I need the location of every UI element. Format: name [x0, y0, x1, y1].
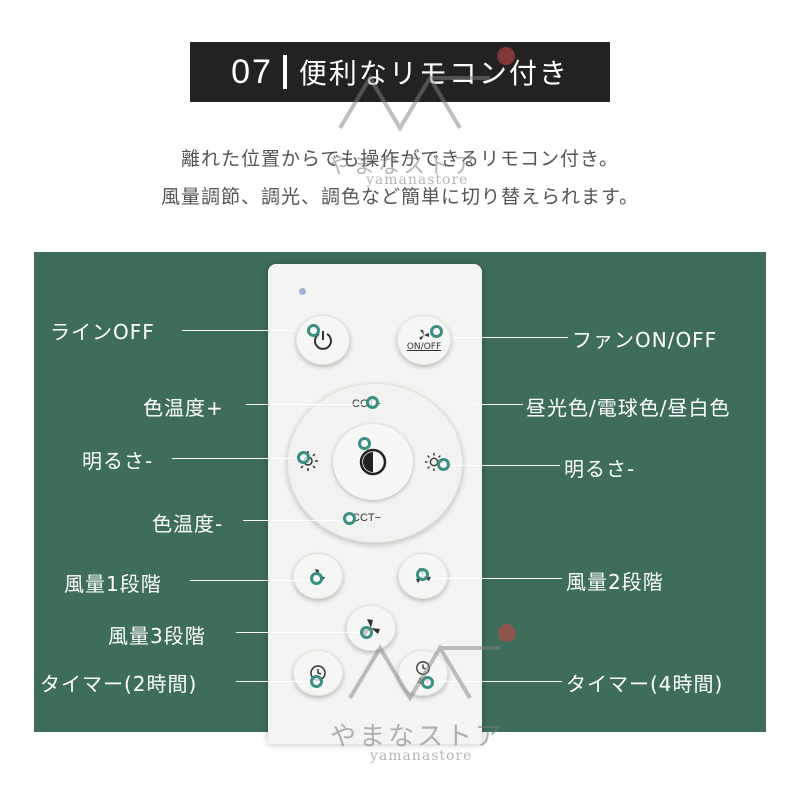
label-fan-speed-1: 風量1段階 [64, 572, 162, 596]
label-light-off: ラインOFF [50, 320, 155, 344]
leader-color-temp-up [246, 404, 366, 405]
color-mode-icon [359, 448, 387, 476]
leader-fan-speed-2 [430, 578, 562, 579]
section-number: 07 [231, 52, 273, 91]
timer-2h-button[interactable] [293, 650, 343, 696]
cct-down-text[interactable]: CCT− [352, 512, 382, 524]
fan-onoff-text: ON/OFF [406, 342, 442, 352]
leader-fan-speed-1 [190, 580, 310, 581]
label-color-modes: 昼光色/電球色/昼白色 [526, 396, 731, 420]
marker-color-mode [358, 437, 371, 450]
marker-cct-up [366, 396, 379, 409]
marker-fan-2 [416, 568, 429, 581]
leader-timer-2h [236, 681, 310, 682]
watermark-sub-bottom: yamanastore [370, 748, 473, 764]
label-fan-speed-3: 風量3段階 [108, 624, 206, 648]
label-timer-2h: タイマー(2時間) [40, 672, 198, 696]
title-divider [282, 55, 287, 89]
led-indicator [299, 288, 306, 295]
color-mode-button[interactable] [333, 424, 413, 500]
label-brightness-up: 明るさ- [564, 457, 636, 481]
description-line-2: 風量調節、調光、調色など簡単に切り替えられます。 [160, 186, 640, 208]
marker-timer-2h [310, 675, 323, 688]
label-fan-speed-2: 風量2段階 [566, 570, 664, 594]
label-fan-onoff: ファンON/OFF [572, 328, 718, 352]
marker-cct-down [343, 512, 356, 525]
marker-brightness-down [297, 451, 310, 464]
leader-timer-4h [436, 681, 562, 682]
marker-light-off [307, 324, 320, 337]
description-line-1: 離れた位置からでも操作ができるリモコン付き。 [180, 148, 620, 170]
watermark-logo-top [338, 74, 490, 132]
section-title-badge: 07 便利なリモコン付き [190, 42, 610, 102]
leader-light-off [182, 330, 294, 331]
leader-color-modes [475, 404, 523, 405]
fan-power-button[interactable]: ON/OFF [397, 315, 451, 365]
leader-fan-onoff [452, 337, 568, 338]
watermark-logo-bottom [348, 644, 500, 702]
label-color-temp-up: 色温度+ [143, 396, 224, 420]
label-brightness-down: 明るさ- [82, 449, 154, 473]
marker-brightness-up [437, 458, 450, 471]
watermark-store-bottom: やまなストア [330, 722, 505, 752]
marker-fan-onoff [430, 325, 443, 338]
label-timer-4h: タイマー(4時間) [566, 672, 724, 696]
fan-icon [419, 330, 429, 340]
watermark-dot-bottom [498, 624, 516, 642]
power-icon [314, 331, 332, 350]
watermark-sub-top: yamanastore [366, 172, 469, 188]
leader-brightness-up [450, 465, 560, 466]
light-power-button[interactable] [296, 315, 350, 365]
marker-fan-3 [360, 626, 373, 639]
marker-timer-4h [421, 676, 434, 689]
leader-brightness-down [172, 458, 296, 459]
label-color-temp-down: 色温度- [152, 512, 224, 536]
leader-fan-speed-3 [236, 632, 360, 633]
leader-color-temp-down [243, 520, 343, 521]
watermark-store-top: やまなストア [328, 154, 479, 179]
marker-fan-1 [310, 572, 323, 585]
watermark-dot-top [497, 47, 515, 65]
